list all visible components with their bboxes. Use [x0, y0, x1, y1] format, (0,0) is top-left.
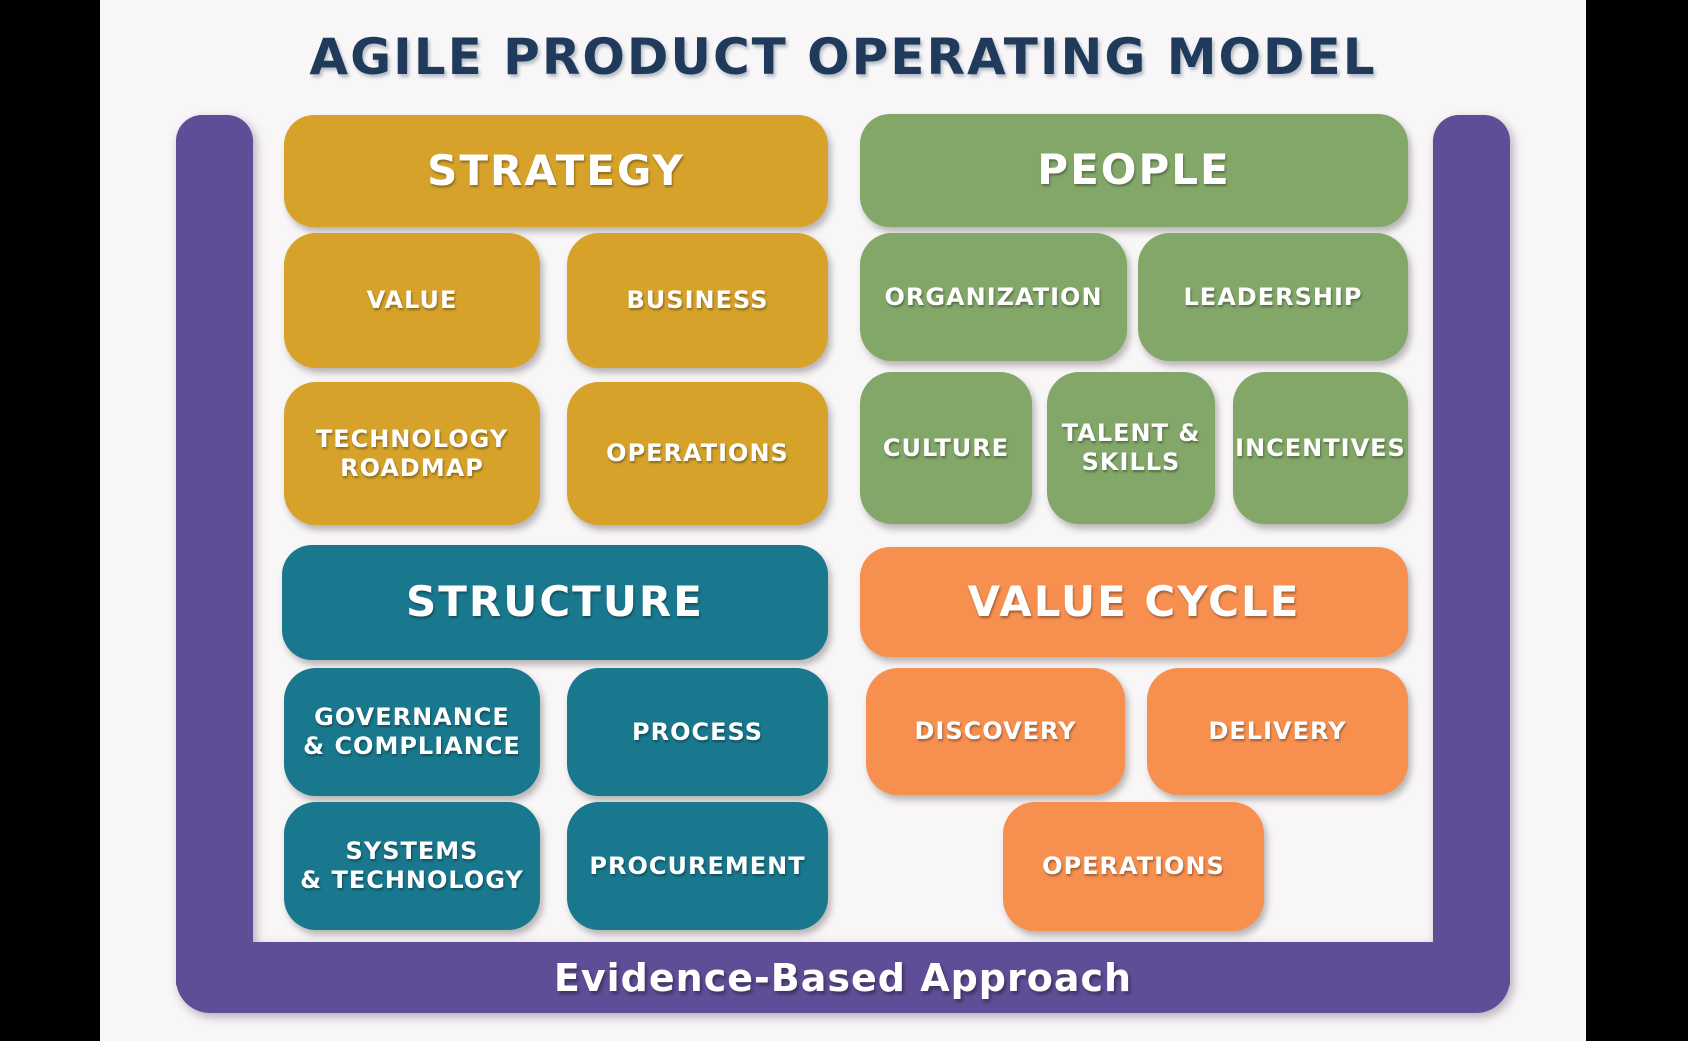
value-cycle-section-header: VALUE CYCLE [860, 547, 1408, 657]
value-cycle-box-discovery: DISCOVERY [866, 668, 1125, 795]
structure-box-systems-technology: SYSTEMS & TECHNOLOGY [284, 802, 540, 930]
structure-box-governance-compliance: GOVERNANCE & COMPLIANCE [284, 668, 540, 796]
people-box-talent-skills: TALENT & SKILLS [1047, 372, 1215, 524]
left-letterbox-bar [0, 0, 100, 1041]
people-box-organization: ORGANIZATION [860, 233, 1127, 361]
strategy-box-business: BUSINESS [567, 233, 828, 368]
structure-box-process: PROCESS [567, 668, 828, 796]
strategy-box-operations: OPERATIONS [567, 382, 828, 525]
strategy-box-value: VALUE [284, 233, 540, 368]
structure-box-procurement: PROCUREMENT [567, 802, 828, 930]
page-title: AGILE PRODUCT OPERATING MODEL [309, 28, 1377, 86]
people-box-culture: CULTURE [860, 372, 1032, 524]
structure-section-header: STRUCTURE [282, 545, 828, 660]
people-box-incentives: INCENTIVES [1233, 372, 1408, 524]
right-letterbox-bar [1586, 0, 1688, 1041]
value-cycle-box-delivery: DELIVERY [1147, 668, 1408, 795]
value-cycle-box-operations: OPERATIONS [1003, 802, 1264, 931]
strategy-section-header: STRATEGY [284, 115, 828, 227]
strategy-box-technology-roadmap: TECHNOLOGY ROADMAP [284, 382, 540, 525]
people-box-leadership: LEADERSHIP [1138, 233, 1408, 361]
people-section-header: PEOPLE [860, 114, 1408, 227]
